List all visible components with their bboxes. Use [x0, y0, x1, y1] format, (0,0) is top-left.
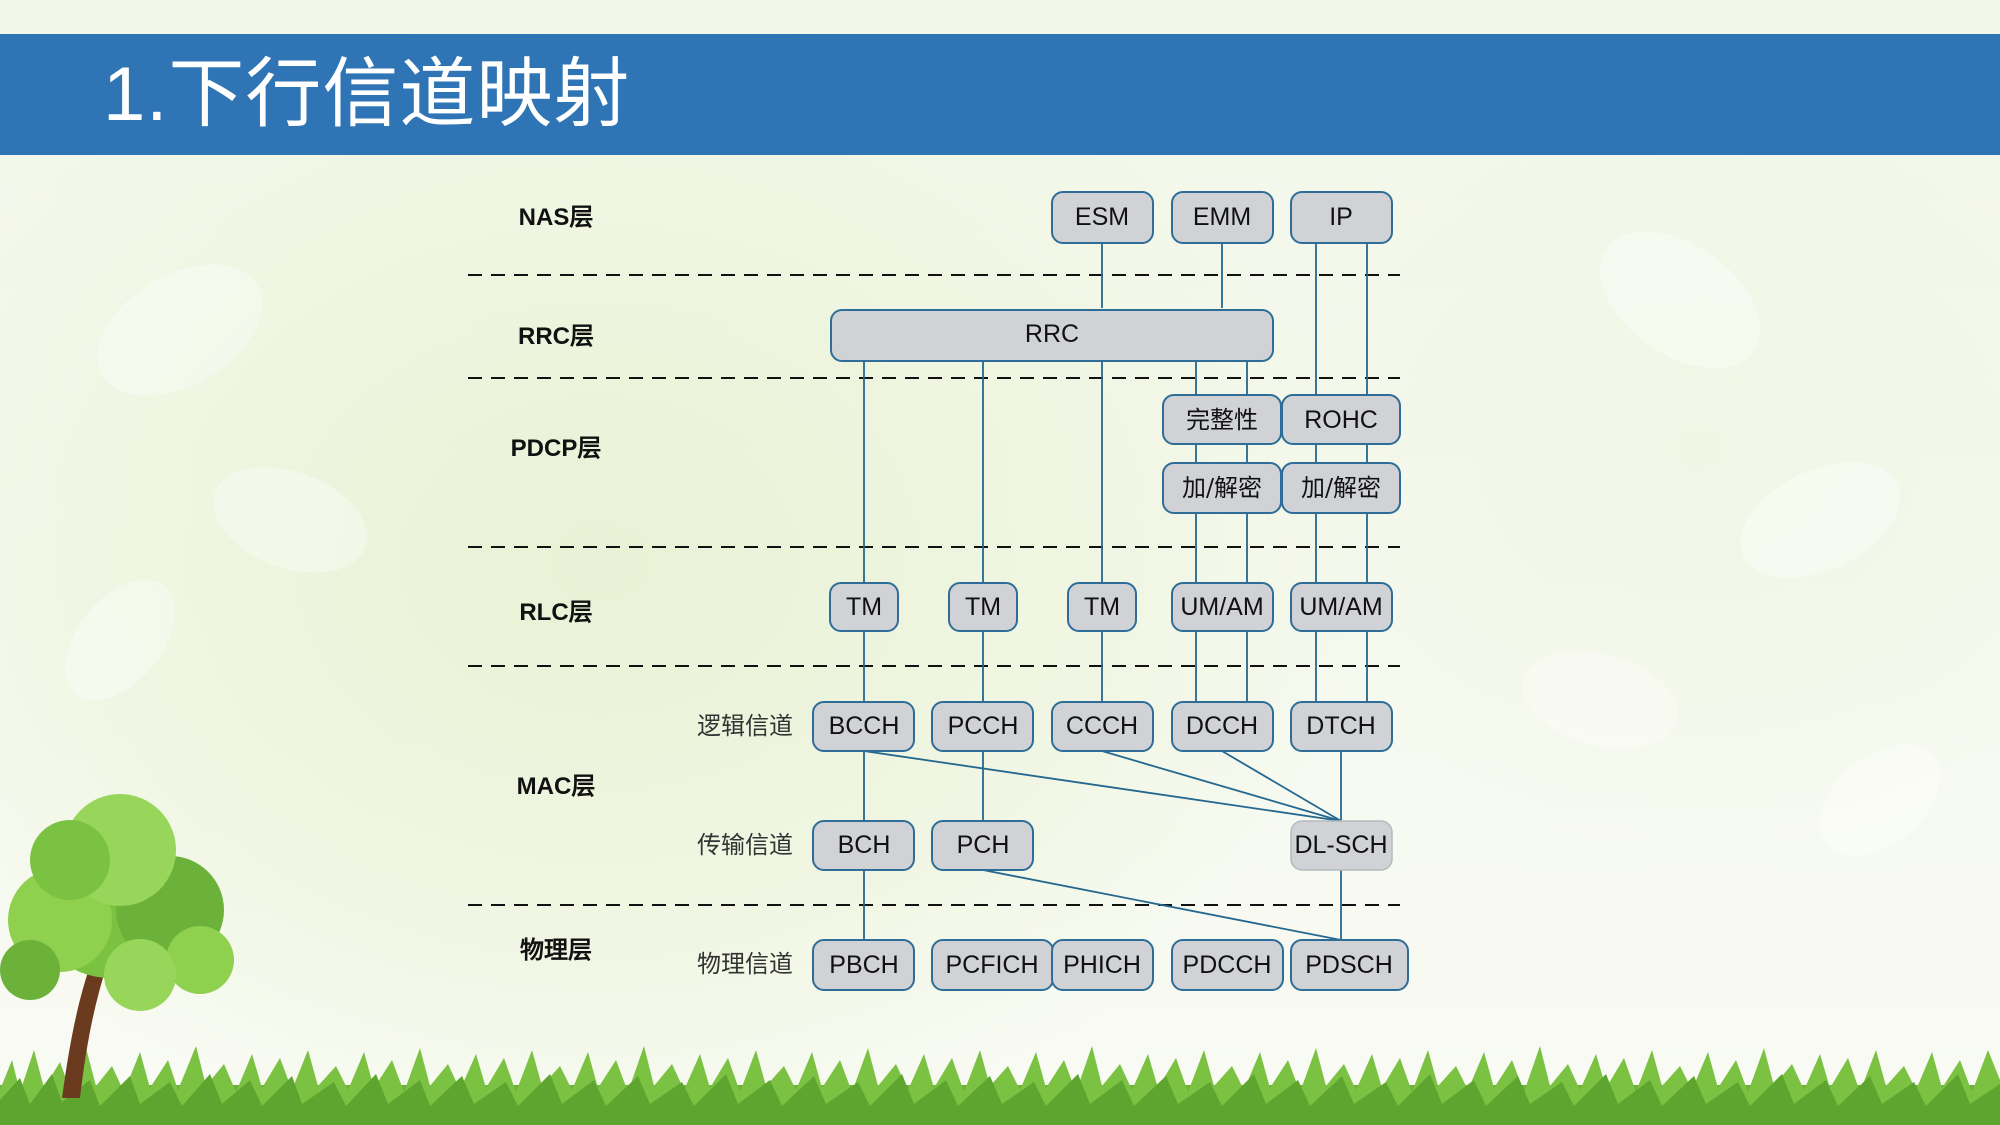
node-emm: EMM	[1171, 191, 1274, 244]
leaf-watermarks	[64, 231, 1941, 857]
grass	[0, 1046, 2000, 1125]
tree	[0, 794, 234, 1098]
svg-text:TM: TM	[1084, 593, 1120, 621]
node-dcch: DCCH	[1171, 701, 1274, 752]
svg-text:PCH: PCH	[957, 831, 1010, 859]
svg-text:PCCH: PCCH	[948, 712, 1019, 740]
link-dcch-dlsch	[1221, 750, 1342, 822]
layer-label-mac: MAC层	[517, 773, 596, 800]
svg-text:UM/AM: UM/AM	[1180, 593, 1263, 621]
svg-text:RRC: RRC	[1025, 320, 1079, 348]
svg-text:IP: IP	[1329, 203, 1353, 231]
svg-text:PBCH: PBCH	[829, 951, 898, 979]
svg-text:ROHC: ROHC	[1304, 406, 1378, 434]
node-um-am-1: UM/AM	[1171, 582, 1274, 632]
node-cipher-2: 加/解密	[1281, 462, 1401, 514]
link-pch-pdsch	[982, 869, 1342, 941]
slide-title: 1.下行信道映射	[103, 52, 631, 137]
layer-label-nas: NAS层	[519, 204, 594, 231]
svg-text:BCCH: BCCH	[829, 712, 900, 740]
svg-text:BCH: BCH	[838, 831, 891, 859]
svg-text:CCCH: CCCH	[1066, 712, 1138, 740]
svg-text:EMM: EMM	[1193, 203, 1251, 231]
label-transport-channel: 传输信道	[697, 831, 793, 859]
node-bcch: BCCH	[812, 701, 915, 752]
link-ccch-dlsch	[1101, 750, 1342, 822]
svg-text:DTCH: DTCH	[1306, 712, 1375, 740]
label-logical-channel: 逻辑信道	[697, 712, 793, 740]
svg-text:PCFICH: PCFICH	[945, 951, 1038, 979]
link-bcch-dlsch	[863, 750, 1342, 822]
node-bch: BCH	[812, 820, 915, 871]
node-dl-sch: DL-SCH	[1290, 820, 1393, 871]
connection-lines	[863, 243, 1368, 941]
svg-text:PHICH: PHICH	[1063, 951, 1141, 979]
svg-text:加/解密: 加/解密	[1301, 474, 1381, 502]
layer-separators	[468, 274, 1400, 906]
node-pcch: PCCH	[931, 701, 1034, 752]
layer-label-rlc: RLC层	[519, 599, 592, 626]
node-rrc: RRC	[830, 309, 1274, 362]
layer-label-pdcp: PDCP层	[511, 435, 602, 462]
svg-text:TM: TM	[965, 593, 1001, 621]
node-tm-1: TM	[829, 582, 899, 632]
svg-text:DL-SCH: DL-SCH	[1294, 831, 1387, 859]
svg-text:DCCH: DCCH	[1186, 712, 1258, 740]
node-esm: ESM	[1051, 191, 1154, 244]
layer-label-phy: 物理层	[520, 937, 592, 964]
node-pbch: PBCH	[812, 939, 915, 991]
svg-text:ESM: ESM	[1075, 203, 1129, 231]
svg-text:完整性: 完整性	[1186, 406, 1258, 434]
node-pdsch: PDSCH	[1290, 939, 1409, 991]
svg-text:PDSCH: PDSCH	[1305, 951, 1393, 979]
layer-label-rrc: RRC层	[518, 323, 594, 350]
node-integrity: 完整性	[1162, 394, 1282, 445]
node-ip: IP	[1290, 191, 1393, 244]
svg-text:UM/AM: UM/AM	[1299, 593, 1382, 621]
node-dtch: DTCH	[1290, 701, 1393, 752]
node-phich: PHICH	[1051, 939, 1154, 991]
node-rohc: ROHC	[1281, 394, 1401, 445]
node-pch: PCH	[931, 820, 1034, 871]
layer-labels: NAS层 RRC层 PDCP层 RLC层 MAC层 物理层	[511, 204, 602, 964]
node-cipher-1: 加/解密	[1162, 462, 1282, 514]
node-pcfich: PCFICH	[931, 939, 1054, 991]
node-tm-2: TM	[948, 582, 1018, 632]
label-physical-channel: 物理信道	[697, 950, 793, 978]
node-um-am-2: UM/AM	[1290, 582, 1393, 632]
channel-type-labels: 逻辑信道 传输信道 物理信道	[697, 712, 793, 978]
node-tm-3: TM	[1067, 582, 1137, 632]
node-ccch: CCCH	[1051, 701, 1154, 752]
svg-text:TM: TM	[846, 593, 882, 621]
title-bar: 1.下行信道映射	[0, 34, 2000, 155]
svg-text:PDCCH: PDCCH	[1183, 951, 1272, 979]
node-pdcch: PDCCH	[1171, 939, 1284, 991]
svg-text:加/解密: 加/解密	[1182, 474, 1262, 502]
